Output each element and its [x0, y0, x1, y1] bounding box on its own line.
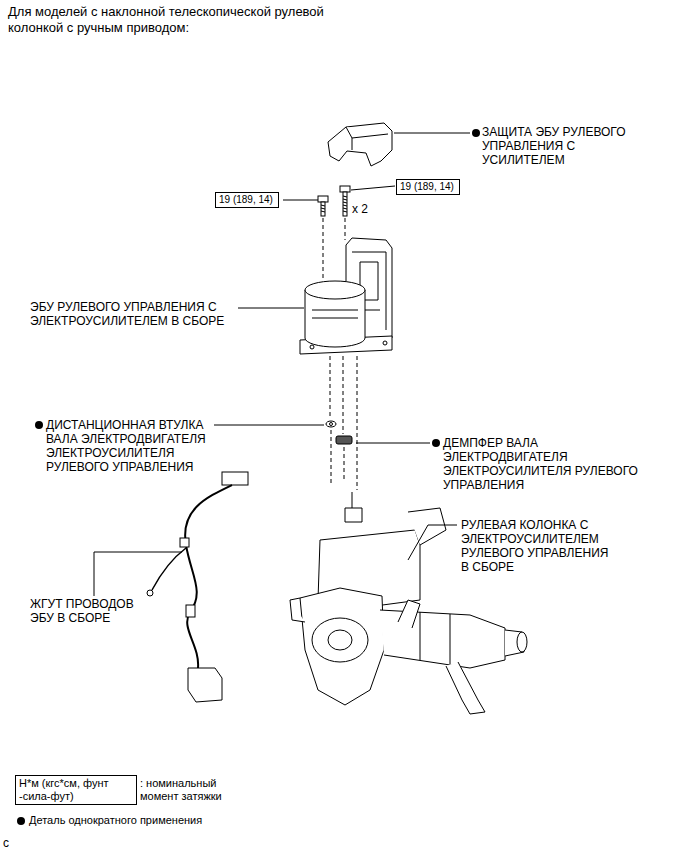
- spacer: [326, 421, 336, 427]
- bolts: [318, 186, 350, 216]
- diagram-title: Для моделей с наклонной телескопической …: [8, 4, 353, 36]
- torque-box: 19 (189, 14): [215, 192, 279, 208]
- legend-text: : номинальный момент затяжки: [140, 777, 245, 803]
- ecu-cover: [328, 123, 392, 166]
- part-name: ЖГУТ ПРОВОДОВ ЭБУ В СБОРЕ: [30, 597, 142, 625]
- leader-lines: [94, 133, 470, 596]
- part-name: ЗАЩИТА ЭБУ РУЛЕВОГО УПРАВЛЕНИЯ С УСИЛИТЕ…: [482, 125, 632, 167]
- wire-harness: [147, 472, 248, 702]
- part-name: ДЕМПФЕР ВАЛА ЭЛЕКТРОДВИГАТЕЛЯ ЭЛЕКТРОУСИ…: [443, 436, 648, 492]
- legend-text: Деталь однократного применения: [29, 814, 269, 827]
- ecu-assembly: [300, 238, 392, 354]
- torque-box: 19 (189, 14): [396, 179, 460, 195]
- torque-value: Н*м (кгс*см, фунт -сила-фут): [19, 777, 133, 803]
- torque-value: 19 (189, 14): [400, 181, 456, 193]
- part-name: ЭБУ РУЛЕВОГО УПРАВЛЕНИЯ С ЭЛЕКТРОУСИЛИТЕ…: [30, 300, 235, 328]
- torque-legend-box: Н*м (кгс*см, фунт -сила-фут): [15, 775, 137, 805]
- torque-value: 19 (189, 14): [219, 194, 275, 206]
- damper: [336, 436, 352, 444]
- figure-code: c: [3, 836, 23, 850]
- single-use-bullet: [17, 129, 480, 825]
- part-name: РУЛЕВАЯ КОЛОНКА С ЭЛЕКТРОУСИЛИТЕЛЕМ РУЛЕ…: [461, 518, 616, 574]
- quantity: x 2: [352, 202, 382, 216]
- part-name: ДИСТАНЦИОННАЯ ВТУЛКА ВАЛА ЭЛЕКТРОДВИГАТЕ…: [46, 418, 212, 474]
